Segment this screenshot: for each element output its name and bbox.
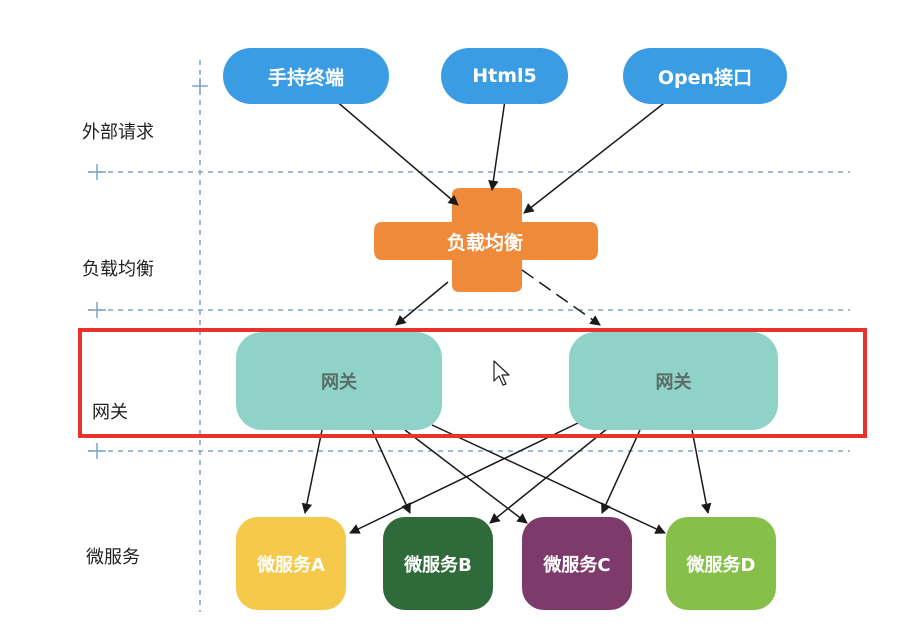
- arrow-gwl-to-d: [431, 424, 666, 534]
- arrow-gwr-to-d: [691, 429, 712, 515]
- layer-separator-1: [88, 164, 850, 180]
- load-balancer-shape: [374, 188, 598, 292]
- arrow-gwr-to-a: [349, 421, 581, 534]
- arrow-html5-to-lb: [488, 99, 506, 192]
- layer-separator-2: [88, 302, 850, 318]
- arrow-gwr-to-b: [489, 427, 609, 524]
- arrow-open-to-lb: [523, 99, 669, 214]
- service-c-node: 微服务C: [522, 517, 632, 610]
- arrow-gwl-to-a: [301, 429, 323, 515]
- client-open-api-node: Open接口: [623, 48, 787, 104]
- arrow-gwl-to-b: [371, 429, 411, 514]
- arrow-lb-to-gateway-left: [395, 281, 449, 326]
- service-b-node: 微服务B: [383, 517, 493, 610]
- arrow-lb-to-gateway-right: [521, 269, 601, 326]
- arrow-handheld-to-lb: [334, 99, 459, 206]
- axis-tick-top: [192, 78, 208, 94]
- gateway-highlight-box: [78, 328, 867, 438]
- client-html5-node: Html5: [441, 48, 568, 104]
- arrow-gwr-to-c: [601, 429, 641, 514]
- gateway-right-node: 网关: [569, 332, 778, 430]
- service-a-node: 微服务A: [236, 517, 346, 610]
- layer-separator-3: [88, 443, 850, 459]
- service-d-node: 微服务D: [666, 517, 776, 610]
- load-balancer-label: 负载均衡: [446, 232, 523, 254]
- layer-label-microservice: 微服务: [86, 547, 140, 568]
- client-handheld-node: 手持终端: [223, 48, 389, 104]
- gateway-left-node: 网关: [236, 332, 442, 430]
- layer-label-gateway: 网关: [92, 402, 128, 423]
- layer-label-external: 外部请求: [82, 122, 154, 143]
- layer-label-load-balance: 负载均衡: [82, 259, 154, 280]
- mouse-pointer-icon: [493, 360, 510, 386]
